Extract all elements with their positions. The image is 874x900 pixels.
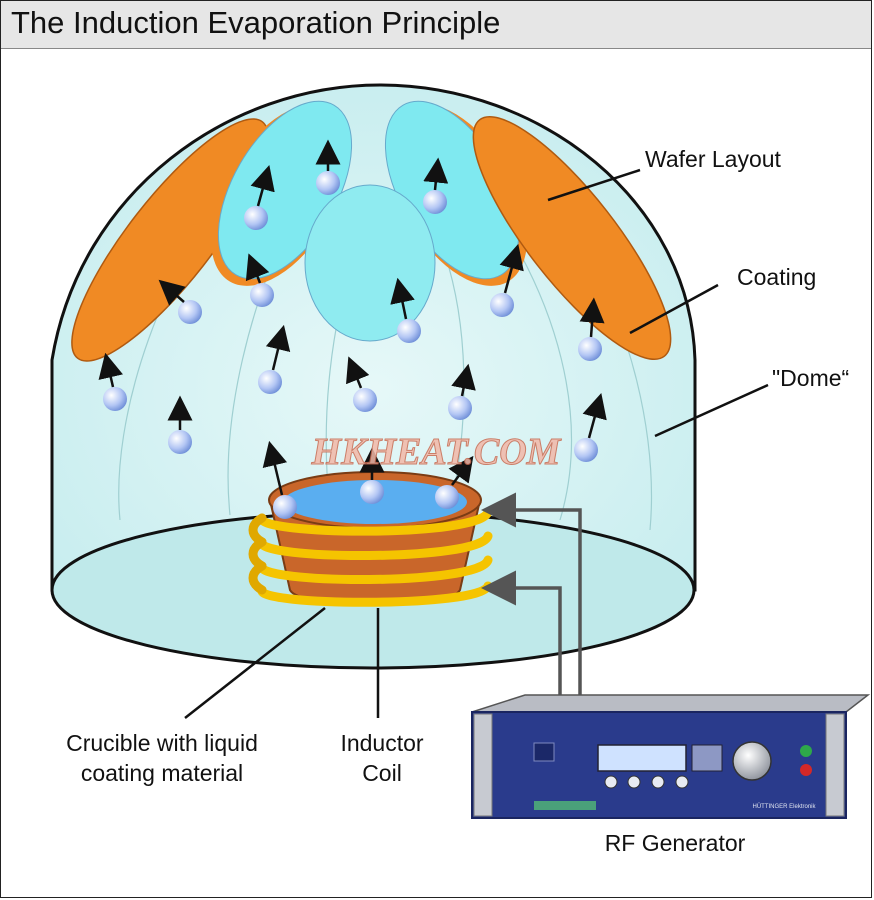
generator-knob (732, 741, 772, 781)
particle (244, 164, 275, 230)
wafer-left-coating (71, 118, 269, 362)
particle (423, 157, 449, 214)
particle (390, 277, 421, 343)
evaporated-particles (98, 139, 607, 519)
particle (167, 395, 193, 454)
inductor-coil (248, 507, 493, 607)
generator-brand: HÜTTINGER Elektronik (752, 803, 816, 810)
rf-generator: HÜTTINGER Elektronik (471, 694, 871, 819)
particle (158, 279, 202, 324)
label-crucible-line2: coating material (81, 760, 243, 786)
particle (435, 455, 474, 509)
label-wafer-layout: Wafer Layout (645, 146, 782, 172)
generator-display (597, 744, 687, 772)
wafer-layout (71, 100, 672, 362)
watermark: HKHEAT.COM (311, 431, 562, 473)
label-rf-generator: RF Generator (605, 830, 746, 856)
generator-button (651, 775, 665, 789)
rf-cables (481, 492, 582, 695)
generator-button (604, 775, 618, 789)
wafer-center (304, 184, 436, 342)
particle (262, 440, 297, 519)
generator-button (627, 775, 641, 789)
label-dome: "Dome“ (772, 365, 849, 391)
label-inductor-line1: Inductor (340, 730, 423, 756)
particle (359, 447, 385, 504)
diagram-title: The Induction Evaporation Principle (11, 5, 501, 40)
particle (448, 363, 476, 420)
red-indicator-light (800, 764, 812, 776)
particle (98, 352, 127, 411)
particle (258, 324, 291, 394)
particle (578, 297, 605, 361)
particle (346, 356, 377, 412)
wafer-right-coating (472, 115, 672, 361)
generator-button (675, 775, 689, 789)
particle (315, 139, 341, 195)
particle (245, 253, 274, 307)
label-crucible-line1: Crucible with liquid (66, 730, 258, 756)
title-bar: The Induction Evaporation Principle (1, 1, 871, 49)
particle (490, 243, 524, 317)
particle (574, 392, 607, 462)
green-indicator-light (800, 745, 812, 757)
label-coating: Coating (737, 264, 816, 290)
leader-lines (184, 168, 769, 719)
label-inductor-line2: Coil (362, 760, 402, 786)
